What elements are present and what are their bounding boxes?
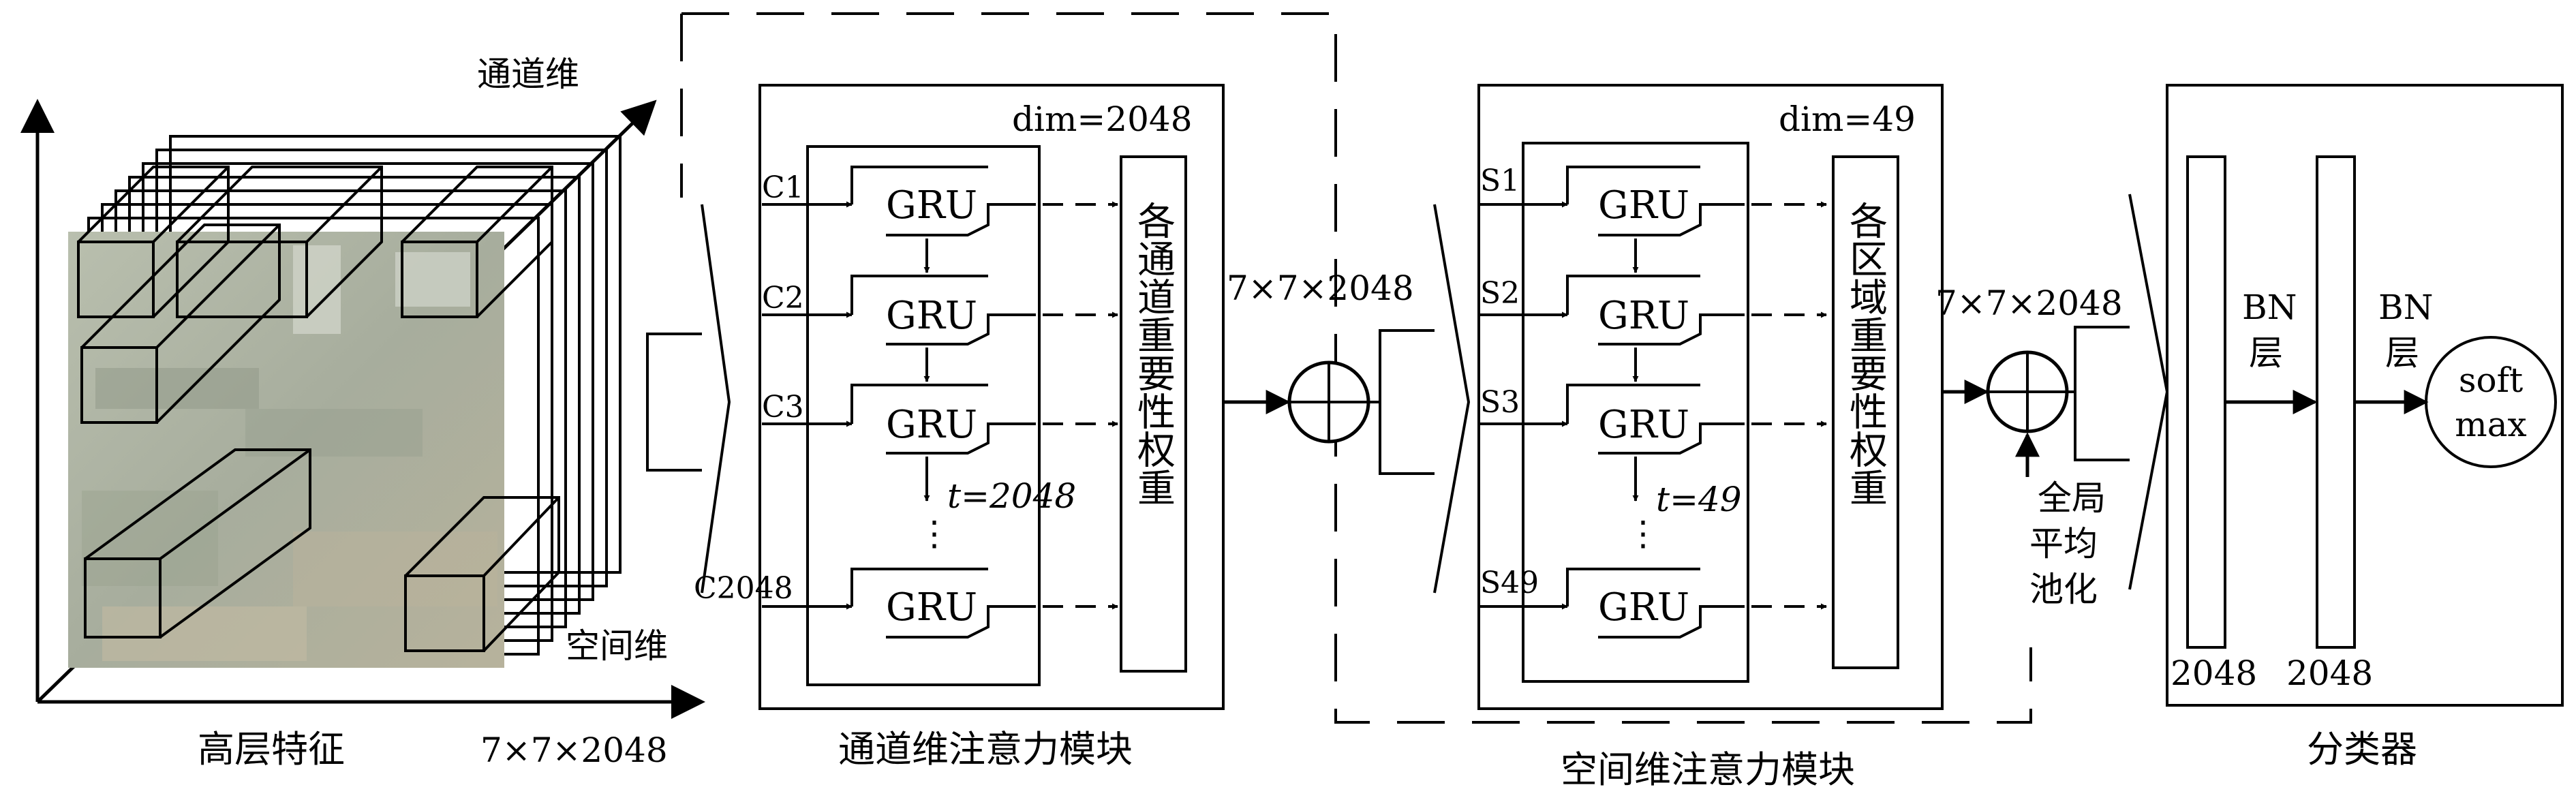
channel-gru-box <box>806 145 1041 686</box>
classifier: BN 层 BN 层 soft max 2048 2048 分类器 <box>2166 84 2564 771</box>
fc1-dim: 2048 <box>2171 653 2257 693</box>
spatial-gru-1: GRU <box>1598 183 1689 228</box>
space-axis-label: 空间维 <box>566 626 668 666</box>
spatial-attention-module: dim=49 S1 S2 S3 S49 GRU GRU GRU GRU <box>1477 84 1944 791</box>
spatial-input-s2: S2 <box>1480 276 1520 311</box>
channel-input-c2: C2 <box>762 281 804 316</box>
channel-gru-1: GRU <box>886 183 977 228</box>
bn1-label-layer: 层 <box>2249 333 2283 373</box>
feature-map-caption: 高层特征 <box>198 728 345 771</box>
classifier-box <box>2166 84 2564 707</box>
spatial-module-caption: 空间维注意力模块 <box>1561 748 1855 791</box>
pooling-line-1: 全局 <box>2038 478 2106 518</box>
pooling-line-2: 平均 <box>2029 524 2098 564</box>
channel-weight-text: 各通道重要性权重 <box>1131 201 1176 506</box>
channel-output-dims: 7×7×2048 <box>1227 268 1414 308</box>
spatial-gru-2: GRU <box>1598 294 1689 338</box>
channel-module-caption: 通道维注意力模块 <box>838 728 1133 771</box>
spatial-output-dims: 7×7×2048 <box>1935 283 2123 323</box>
pooling-line-3: 池化 <box>2029 570 2098 609</box>
spatial-module-box <box>1477 84 1944 710</box>
feature-map-dims: 7×7×2048 <box>480 730 668 770</box>
spatial-t-label: t=49 <box>1656 480 1742 519</box>
channel-input-c1: C1 <box>762 170 804 205</box>
classifier-caption: 分类器 <box>2307 728 2417 771</box>
feature-map: 通道维 空间维 7×7×2048 高层特征 <box>20 55 705 771</box>
channel-gru-cells <box>850 166 1036 639</box>
bn1-label: BN <box>2242 288 2297 327</box>
funnel-1 <box>646 204 731 594</box>
spatial-input-s1: S1 <box>1480 164 1520 198</box>
softmax-circle <box>2425 336 2557 468</box>
channel-dim-label: dim=2048 <box>1012 99 1193 139</box>
bn2-label-layer: 层 <box>2385 333 2419 373</box>
softmax-line-2: max <box>2455 405 2526 444</box>
channel-weight-box <box>1120 155 1187 673</box>
depth-axis-label: 通道维 <box>477 55 579 94</box>
dashed-enclosure <box>681 12 2032 724</box>
softmax-line-1: soft <box>2459 360 2523 400</box>
spatial-gru-box <box>1522 142 1749 683</box>
channel-gru-4: GRU <box>886 585 977 630</box>
channel-module-box <box>758 84 1225 710</box>
spatial-weight-text: 各区域重要性权重 <box>1843 201 1888 506</box>
spatial-input-s3: S3 <box>1480 385 1520 420</box>
bn2-label: BN <box>2378 288 2434 327</box>
fc-layer-1 <box>2186 155 2226 649</box>
channel-input-c2048: C2048 <box>694 571 793 606</box>
plus-operator-1 <box>1287 360 1370 444</box>
funnel-2 <box>1368 204 1471 594</box>
cuboids <box>77 166 560 652</box>
spatial-gru-3: GRU <box>1598 403 1689 447</box>
spatial-gru-cells <box>1566 166 1745 639</box>
spatial-gru-4: GRU <box>1598 585 1689 630</box>
fc-layer-2 <box>2316 155 2356 649</box>
channel-gru-3: GRU <box>886 403 977 447</box>
channel-attention-module: dim=2048 C1 C2 C3 C2048 GRU GRU GRU GRU <box>694 84 1225 771</box>
channel-gru-2: GRU <box>886 294 977 338</box>
spatial-ellipsis: ⋮ <box>1626 514 1660 553</box>
plus-operator-2 <box>1986 350 2069 433</box>
spatial-weight-box <box>1832 155 1899 669</box>
fc2-dim: 2048 <box>2286 653 2373 693</box>
spatial-dim-label: dim=49 <box>1779 99 1916 139</box>
channel-t-label: t=2048 <box>947 476 1076 516</box>
channel-input-c3: C3 <box>762 390 804 425</box>
channel-ellipsis: ⋮ <box>917 514 951 553</box>
spatial-input-s49: S49 <box>1480 566 1539 600</box>
